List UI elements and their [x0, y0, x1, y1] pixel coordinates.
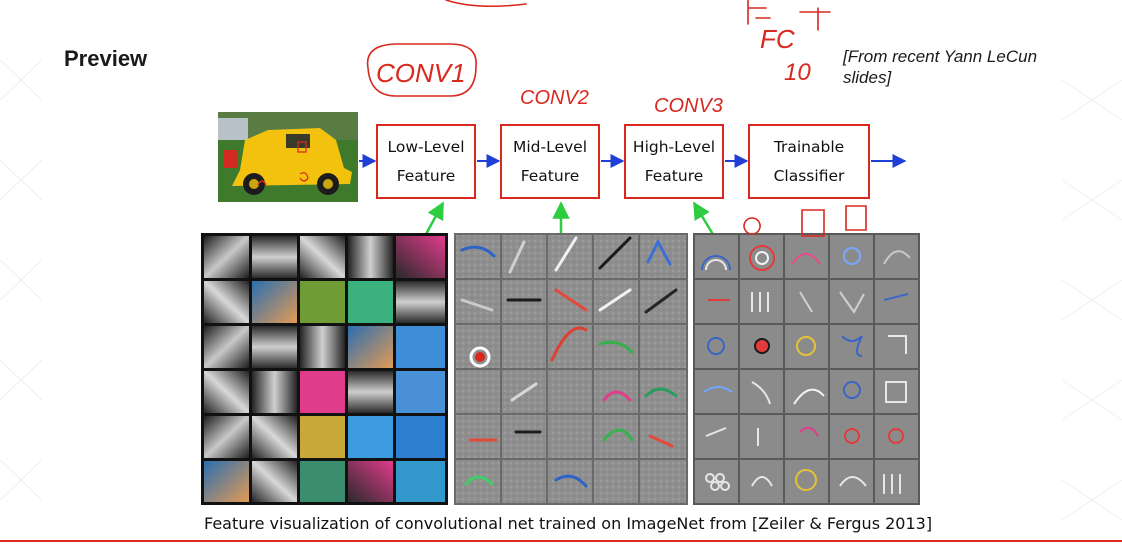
conv1-label: CONV1	[376, 58, 466, 88]
handwritten-annotations	[366, 0, 867, 237]
ten-label: 10	[784, 59, 811, 86]
stage-label-line2: Feature	[644, 166, 704, 185]
figure-caption: Feature visualization of convolutional n…	[204, 514, 933, 533]
citation-text: [From recent Yann LeCun slides]	[843, 47, 1038, 87]
stage-label-line2: Feature	[520, 166, 580, 185]
low-level-feature-box: Low-Level Feature	[376, 124, 476, 199]
slide-title: Preview	[64, 46, 148, 71]
stage-label-line2: Classifier	[773, 166, 845, 185]
high-level-feature-grid	[693, 233, 920, 505]
stage-label-line1: Low-Level	[387, 137, 465, 156]
footer-rule	[0, 540, 1122, 542]
conv2-label: CONV2	[520, 87, 589, 109]
fc-label: FC	[760, 24, 795, 54]
conv3-label: CONV3	[654, 95, 723, 117]
mid-level-feature-box: Mid-Level Feature	[500, 124, 600, 199]
stage-label-line2: Feature	[396, 166, 456, 185]
stage-label-line1: High-Level	[632, 137, 716, 156]
handwritten-labels: CONV1 CONV2 CONV3 FC 10	[376, 24, 811, 117]
mid-level-feature-grid	[454, 233, 688, 505]
stage-label-line1: Mid-Level	[512, 137, 588, 156]
car-photo	[218, 112, 358, 202]
trainable-classifier-box: Trainable Classifier	[748, 124, 870, 199]
stage-label-line1: Trainable	[773, 137, 845, 156]
low-level-feature-grid	[201, 233, 448, 505]
high-level-feature-box: High-Level Feature	[624, 124, 724, 199]
green-link-arrows	[423, 201, 716, 237]
